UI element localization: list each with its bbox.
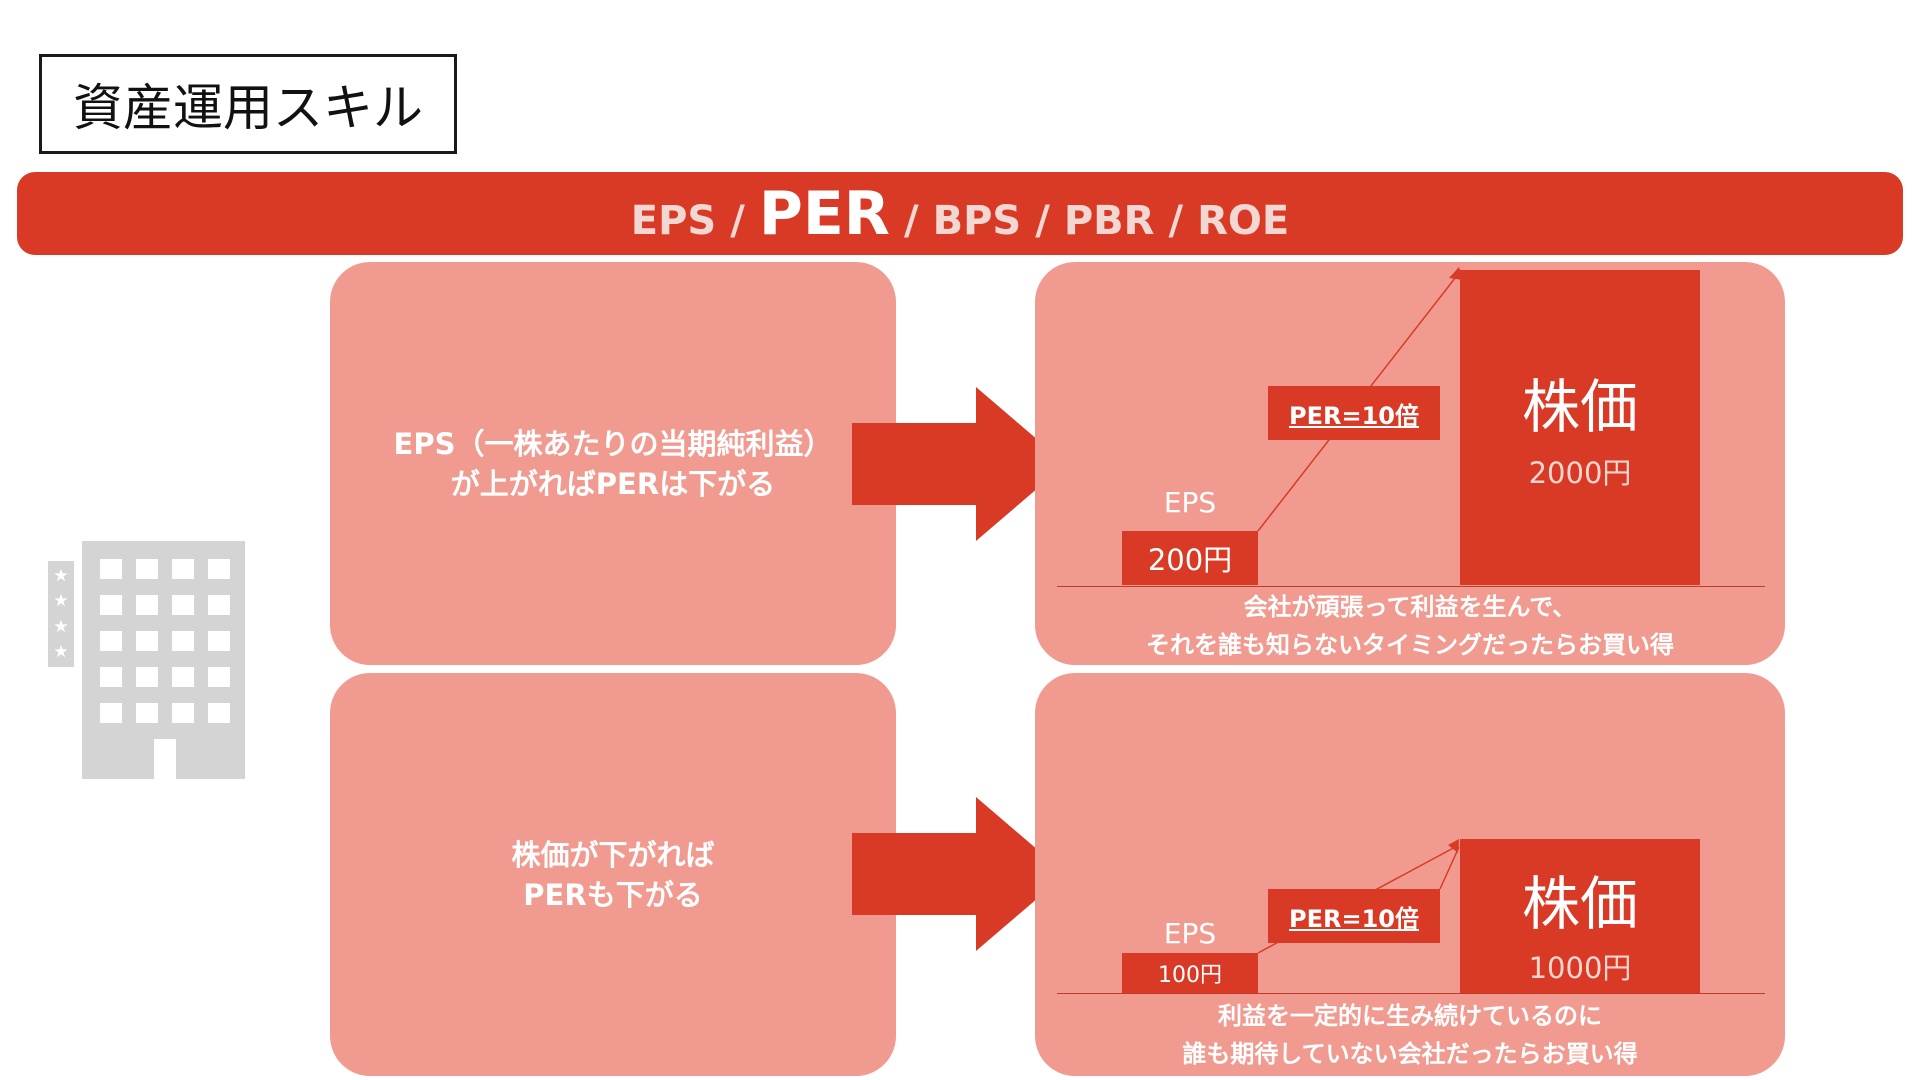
star-icon: ★ [53, 566, 68, 586]
result-panel-1: EPS 200円 PER=10倍 株価 2000円 会社が頑張って利益を生んで、… [1035, 262, 1785, 665]
building-icon: ★ ★ ★ ★ [48, 541, 245, 779]
stock-price-bar: 株価 1000円 [1460, 839, 1700, 993]
caption-line: 会社が頑張って利益を生んで、 [1243, 593, 1577, 621]
baseline [1057, 586, 1765, 587]
right-arrow-icon [852, 797, 1066, 951]
baseline [1057, 993, 1765, 994]
eps-label: EPS [1163, 917, 1217, 950]
page-title: 資産運用スキル [39, 54, 457, 154]
separator: / [730, 197, 745, 244]
eps-value-bar: 100円 [1122, 953, 1258, 993]
eps-label: EPS [1163, 486, 1217, 519]
explanation-caption: 利益を一定的に生み続けているのに 誰も期待していない会社だったらお買い得 [1035, 997, 1785, 1073]
term-roe: ROE [1197, 197, 1290, 244]
explanation-caption: 会社が頑張って利益を生んで、 それを誰も知らないタイミングだったらお買い得 [1035, 588, 1785, 664]
stock-price-bar: 株価 2000円 [1460, 270, 1700, 585]
per-label: PER=10倍 [1268, 386, 1440, 440]
per-label: PER=10倍 [1268, 889, 1440, 943]
price-title: 株価 [1521, 373, 1638, 441]
condition-panel-1: EPS（一株あたりの当期純利益） が上がればPERは下がる [330, 262, 896, 665]
term-bps: BPS [932, 197, 1022, 244]
price-title: 株価 [1521, 870, 1638, 938]
term-pbr: PBR [1063, 197, 1155, 244]
condition-line: 株価が下がれば [511, 837, 715, 872]
condition-line: EPS（一株あたりの当期純利益） [393, 426, 833, 461]
condition-panel-2: 株価が下がれば PERも下がる [330, 673, 896, 1076]
result-panel-2: EPS 100円 PER=10倍 株価 1000円 利益を一定的に生み続けている… [1035, 673, 1785, 1076]
price-value: 1000円 [1528, 951, 1632, 985]
separator: / [1168, 197, 1184, 244]
term-per: PER [758, 178, 891, 249]
metrics-banner: EPS / PER / BPS / PBR / ROE [17, 172, 1903, 255]
separator: / [1035, 197, 1050, 244]
star-icon: ★ [53, 617, 68, 637]
right-arrow-icon [852, 387, 1066, 541]
caption-line: 利益を一定的に生み続けているのに [1218, 1002, 1602, 1030]
caption-line: 誰も期待していない会社だったらお買い得 [1182, 1040, 1638, 1068]
term-eps: EPS [630, 197, 717, 244]
price-value: 2000円 [1528, 456, 1632, 490]
condition-line: が上がればPERは下がる [450, 466, 776, 501]
star-icon: ★ [53, 591, 68, 611]
star-icon: ★ [53, 642, 68, 662]
caption-line: それを誰も知らないタイミングだったらお買い得 [1146, 631, 1674, 659]
separator: / [904, 197, 919, 244]
eps-value-bar: 200円 [1122, 531, 1258, 585]
condition-line: PERも下がる [523, 877, 703, 912]
